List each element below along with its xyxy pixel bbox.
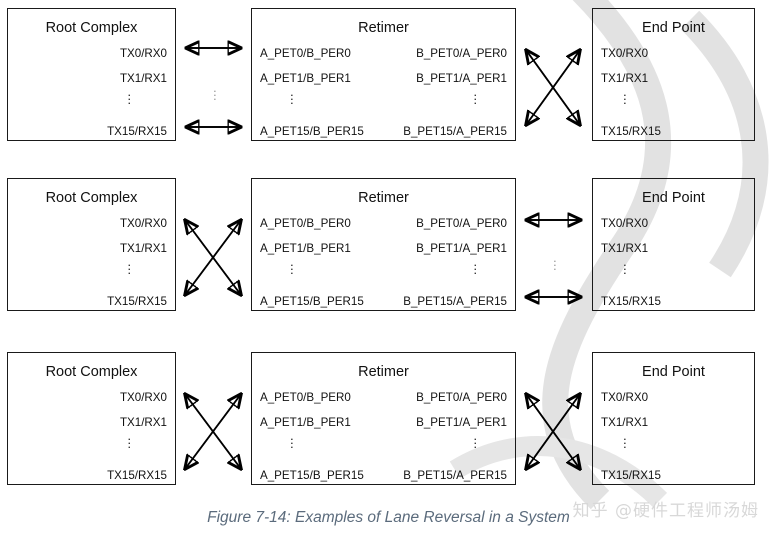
diagram-row-1: Root Complex TX0/RX0 TX1/RX1 ⋮ TX15/RX15: [0, 8, 777, 141]
link-root-to-retimer-row1: [176, 8, 251, 141]
port-label: A_PET0/B_PER0: [260, 47, 351, 60]
root-complex-title: Root Complex: [45, 364, 138, 380]
retimer-title: Retimer: [358, 190, 409, 206]
port-label: TX1/RX1: [119, 72, 167, 85]
root-complex-title: Root Complex: [45, 190, 138, 206]
port-ellipsis: ⋮: [469, 93, 481, 106]
end-point-title: End Point: [642, 364, 705, 380]
port-label: B_PET1/A_PER1: [416, 242, 507, 255]
port-ellipsis: ⋮: [619, 93, 631, 106]
port-label: TX15/RX15: [601, 125, 661, 138]
port-label: A_PET15/B_PER15: [260, 125, 364, 138]
port-label: TX1/RX1: [601, 416, 649, 429]
port-label: TX1/RX1: [119, 416, 167, 429]
port-label: TX1/RX1: [601, 242, 649, 255]
port-ellipsis: ⋮: [286, 263, 298, 276]
port-label: TX0/RX0: [601, 391, 649, 404]
port-label: B_PET15/A_PER15: [403, 469, 507, 482]
link-root-to-retimer-row2: [176, 178, 251, 311]
port-label: A_PET1/B_PER1: [260, 242, 351, 255]
port-label: TX1/RX1: [601, 72, 649, 85]
port-ellipsis: ⋮: [286, 93, 298, 106]
retimer-box-row1: Retimer A_PET0/B_PER0 A_PET1/B_PER1 ⋮ A_…: [251, 8, 516, 141]
port-label: B_PET0/A_PER0: [416, 47, 507, 60]
port-label: B_PET1/A_PER1: [416, 72, 507, 85]
port-label: TX15/RX15: [107, 125, 167, 138]
root-complex-box-row1: Root Complex TX0/RX0 TX1/RX1 ⋮ TX15/RX15: [7, 8, 176, 141]
link-root-to-retimer-row3: [176, 352, 251, 485]
end-point-title: End Point: [642, 190, 705, 206]
port-label: TX0/RX0: [601, 47, 649, 60]
port-label: TX0/RX0: [601, 217, 649, 230]
diagram-row-3: Root Complex TX0/RX0 TX1/RX1 ⋮ TX15/RX15…: [0, 352, 777, 485]
port-label: B_PET15/A_PER15: [403, 295, 507, 308]
root-complex-box-row2: Root Complex TX0/RX0 TX1/RX1 ⋮ TX15/RX15: [7, 178, 176, 311]
end-point-title: End Point: [642, 20, 705, 36]
link-retimer-to-endpoint-row3: [516, 352, 592, 485]
port-label: TX1/RX1: [119, 242, 167, 255]
end-point-box-row2: End Point TX0/RX0 TX1/RX1 ⋮ TX15/RX15: [592, 178, 755, 311]
port-label: TX0/RX0: [119, 391, 167, 404]
diagram-row-2: Root Complex TX0/RX0 TX1/RX1 ⋮ TX15/RX15…: [0, 178, 777, 311]
port-label: TX15/RX15: [601, 469, 661, 482]
end-point-box-row1: End Point TX0/RX0 TX1/RX1 ⋮ TX15/RX15: [592, 8, 755, 141]
port-label: A_PET1/B_PER1: [260, 72, 351, 85]
port-ellipsis: ⋮: [619, 263, 631, 276]
port-label: TX15/RX15: [601, 295, 661, 308]
port-label: A_PET0/B_PER0: [260, 217, 351, 230]
retimer-title: Retimer: [358, 364, 409, 380]
link-retimer-to-endpoint-row1: [516, 8, 592, 141]
retimer-box-row2: Retimer A_PET0/B_PER0 A_PET1/B_PER1 ⋮ A_…: [251, 178, 516, 311]
retimer-box-row3: Retimer A_PET0/B_PER0 A_PET1/B_PER1 ⋮ A_…: [251, 352, 516, 485]
figure-caption: Figure 7-14: Examples of Lane Reversal i…: [207, 509, 570, 526]
port-label: A_PET0/B_PER0: [260, 391, 351, 404]
port-ellipsis: ⋮: [123, 437, 135, 450]
link-ellipsis-row2-right: ⋮: [549, 259, 561, 272]
port-label: A_PET15/B_PER15: [260, 469, 364, 482]
port-ellipsis: ⋮: [469, 263, 481, 276]
end-point-box-row3: End Point TX0/RX0 TX1/RX1 ⋮ TX15/RX15: [592, 352, 755, 485]
port-ellipsis: ⋮: [123, 263, 135, 276]
port-label: A_PET1/B_PER1: [260, 416, 351, 429]
link-retimer-to-endpoint-row2: [516, 178, 592, 311]
port-label: TX0/RX0: [119, 217, 167, 230]
port-label: B_PET0/A_PER0: [416, 391, 507, 404]
port-label: A_PET15/B_PER15: [260, 295, 364, 308]
port-label: B_PET15/A_PER15: [403, 125, 507, 138]
port-label: TX15/RX15: [107, 295, 167, 308]
port-ellipsis: ⋮: [469, 437, 481, 450]
retimer-title: Retimer: [358, 20, 409, 36]
port-ellipsis: ⋮: [286, 437, 298, 450]
port-label: TX15/RX15: [107, 469, 167, 482]
link-ellipsis-row1-left: ⋮: [209, 89, 221, 102]
port-ellipsis: ⋮: [619, 437, 631, 450]
root-complex-box-row3: Root Complex TX0/RX0 TX1/RX1 ⋮ TX15/RX15: [7, 352, 176, 485]
port-label: B_PET1/A_PER1: [416, 416, 507, 429]
port-ellipsis: ⋮: [123, 93, 135, 106]
root-complex-title: Root Complex: [45, 20, 138, 36]
port-label: B_PET0/A_PER0: [416, 217, 507, 230]
port-label: TX0/RX0: [119, 47, 167, 60]
